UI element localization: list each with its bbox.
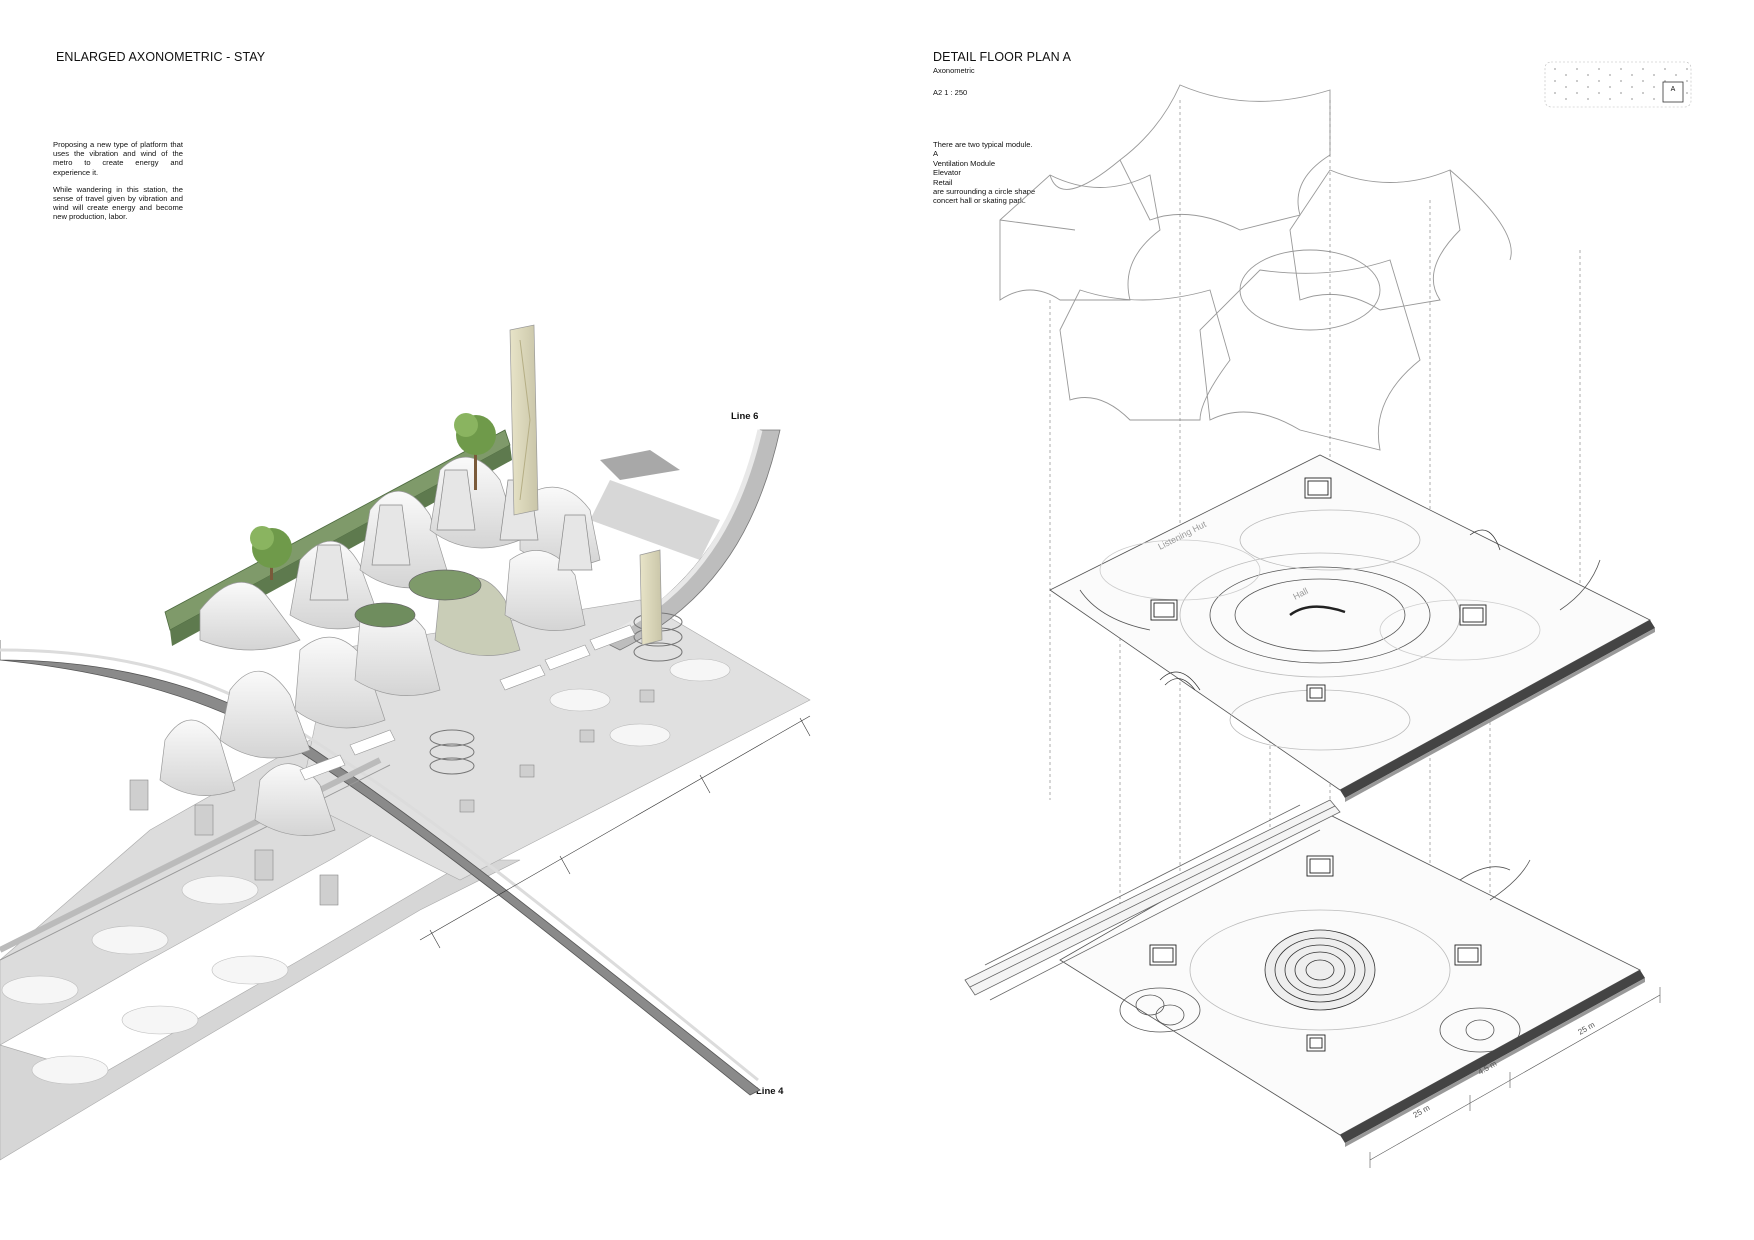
escalator-tube [964,799,1341,1001]
lower-edge-rail [1340,970,1645,1147]
ramp [600,450,680,480]
middle-floor-plan [1049,454,1651,791]
tree-icon [250,413,496,580]
awnings [299,624,636,781]
courtyards [354,569,482,628]
key-plan-label: A [1670,86,1676,93]
desc-line-3: Ventilation Module [933,158,996,168]
energy-tower [509,324,663,646]
lower-platform-far [0,859,521,1161]
desc-line-6: are surrounding a circle shape [933,187,1036,197]
desc-line-5: Retail [933,177,953,187]
line-4-label: Line 4 [756,1086,784,1097]
dimension-line-right [1369,987,1661,1168]
desc-line-1: There are two typical module. [933,140,1033,149]
left-paragraph-2: While wandering in this station, the sen… [53,184,183,222]
drawing-scale: A2 1 : 250 [933,88,968,97]
middle-spirals [1159,529,1501,691]
key-plan [1544,61,1692,108]
dimension-line-left [419,715,811,949]
canopy-roof-outline [999,84,1512,451]
left-description: Proposing a new type of platform that us… [53,140,183,230]
middle-modules [1150,477,1487,702]
lower-floor-plan [1059,809,1641,1136]
platform-openings [1,658,731,1085]
lower-modules [1149,855,1482,1052]
desc-line-4: Elevator [933,168,961,178]
line-6-label: Line 6 [731,411,759,422]
middle-edge-rail [1340,620,1655,802]
dimension-label-3: 25 m [1577,1020,1597,1037]
left-paragraph-1: Proposing a new type of platform that us… [53,140,183,177]
left-title: ENLARGED AXONOMETRIC - STAY [56,50,266,64]
right-subtitle: Axonometric [933,66,975,75]
right-title: DETAIL FLOOR PLAN A [933,50,1072,64]
axonometric-stay [0,324,811,1161]
desc-line-2: A [933,149,939,159]
desc-line-7: concert hall or skating park. [933,196,1026,206]
floor-plan-a: Listening Hut Hall [964,61,1692,1168]
right-description: There are two typical module. A Ventilat… [933,140,1035,206]
